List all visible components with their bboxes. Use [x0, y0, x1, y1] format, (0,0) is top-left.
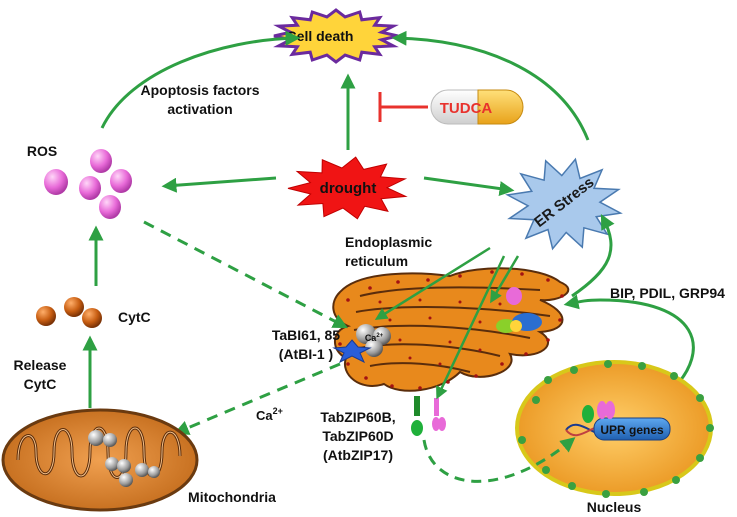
- arrow-ros-to-tabi: [143, 220, 348, 329]
- cytc-molecule: [36, 306, 56, 326]
- nucleus-label: Nucleus: [587, 499, 642, 515]
- drought-label: drought: [320, 180, 377, 197]
- arrow-tabzip-to-nucleus: [422, 437, 576, 483]
- protein-yellow: [510, 320, 522, 332]
- bip-label: BIP, PDIL, GRP94: [610, 285, 725, 301]
- release-label-line2: CytC: [24, 376, 57, 392]
- drought-node: drought: [287, 156, 408, 220]
- upr-genes-label: UPR genes: [600, 423, 664, 437]
- protein-green: [496, 319, 516, 333]
- arrow-bip-to-er-stress: [571, 214, 615, 298]
- cytc-molecule: [64, 297, 84, 317]
- tabzip-label-line2: TabZIP60D: [322, 428, 393, 444]
- tudca-pill-icon: [430, 89, 524, 125]
- ros-molecules: [44, 149, 132, 219]
- ros-molecule: [99, 195, 121, 219]
- ros-molecule: [79, 176, 101, 200]
- ros-label: ROS: [27, 143, 57, 159]
- tf-pink: [597, 401, 607, 419]
- nucleus: UPR genes: [515, 360, 714, 498]
- cell-death-node: Cell death: [273, 8, 399, 64]
- tf-pink: [605, 401, 615, 419]
- apoptosis-label-line2: activation: [167, 101, 232, 117]
- tabzip-label-line3: (AtbZIP17): [323, 447, 393, 463]
- ros-molecule: [44, 169, 68, 195]
- nuclear-pores: [518, 360, 714, 498]
- arrow-ca-to-mitochondria: [173, 362, 341, 435]
- cell-death-burst-shape: [273, 8, 399, 64]
- tudca-label: TUDCA: [440, 100, 493, 117]
- release-label-line1: Release: [14, 357, 67, 373]
- ribosome-dots: [336, 270, 564, 390]
- arrow-er-stress-to-proteins: [490, 255, 520, 304]
- mitochondria: [1, 408, 199, 512]
- er-label-line2: reticulum: [345, 253, 408, 269]
- arrow-er-stress-to-tabzip: [436, 255, 506, 400]
- er-label-line1: Endoplasmic: [345, 234, 432, 250]
- tabi-label-line2: (AtBI-1 ): [279, 346, 333, 362]
- arrow-ros-to-cell-death: [100, 30, 301, 129]
- arrow-er-stress-to-calcium: [374, 246, 491, 320]
- tabzip-proteins: [411, 396, 446, 436]
- ros-molecule: [90, 149, 112, 173]
- er-stress-burst-shape: [505, 157, 623, 251]
- cytc-label: CytC: [118, 309, 151, 325]
- cytc-molecules: [36, 297, 102, 328]
- er-stress-node: ER Stress: [505, 157, 623, 251]
- tabzip-label-line1: TabZIP60B,: [320, 409, 395, 425]
- mitochondria-label: Mitochondria: [188, 489, 276, 505]
- tabi-label-line1: TaBI61, 85: [272, 327, 340, 343]
- svg-text:Ca2+: Ca2+: [365, 333, 384, 343]
- mito-calcium-ions: [88, 430, 160, 487]
- ca-label: Ca2+: [256, 406, 283, 423]
- tabi-channel-icon: [332, 339, 372, 364]
- arrow-er-stress-to-cell-death: [391, 30, 590, 141]
- endoplasmic-reticulum: [332, 267, 570, 392]
- protein-pink: [506, 287, 522, 305]
- er-calcium-ion: Ca2+: [356, 324, 391, 357]
- tf-green: [582, 405, 594, 423]
- arrow-drought-to-ros: [161, 176, 277, 193]
- cytc-molecule: [82, 308, 102, 328]
- cell-death-label: Cell death: [287, 28, 354, 44]
- ros-molecule: [110, 169, 132, 193]
- tudca-inhibitor: TUDCA: [378, 89, 524, 125]
- arrow-drought-to-er-stress: [423, 176, 515, 196]
- upr-genes-box: [593, 417, 671, 441]
- mitochondria-outer-membrane: [1, 408, 199, 512]
- arrow-nucleus-to-er: [563, 294, 695, 392]
- drought-burst-shape: [287, 156, 408, 220]
- apoptosis-label-line1: Apoptosis factors: [140, 82, 259, 98]
